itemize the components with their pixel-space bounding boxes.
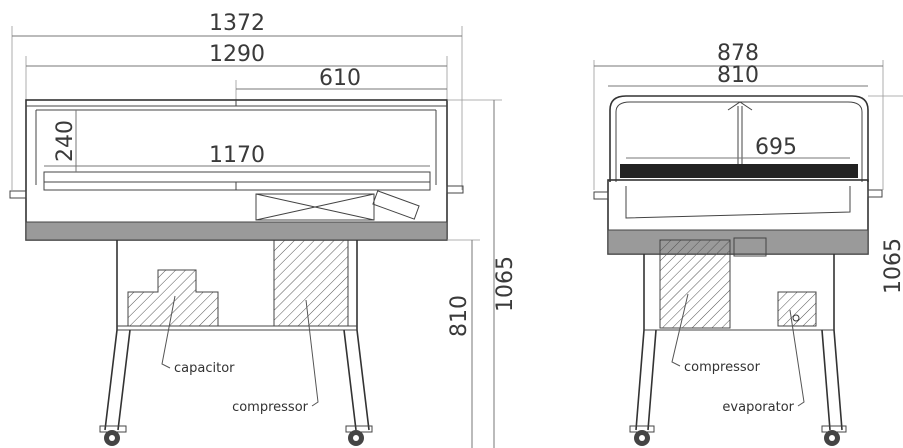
dim-overall-depth: 878 — [593, 41, 884, 190]
front-base-band — [25, 221, 448, 241]
side-stand — [629, 237, 847, 446]
front-view: 1372 1290 610 — [9, 11, 518, 448]
label-side-compressor: compressor — [671, 293, 761, 375]
side-castor-right — [821, 425, 847, 446]
dim-side-total-height: 1065 — [868, 95, 903, 294]
capacitor-shape — [127, 269, 219, 327]
dim-lid-width: 610 — [235, 66, 447, 100]
label-evaporator: evaporator — [722, 309, 805, 415]
front-cabinet — [9, 99, 464, 241]
side-castor-left — [629, 425, 655, 446]
dim-label-240: 240 — [53, 120, 78, 162]
castor-left — [99, 425, 127, 446]
dim-label-1065-front: 1065 — [493, 256, 518, 312]
side-compressor-shape — [659, 239, 731, 329]
side-grille — [620, 164, 858, 178]
dim-label-610: 610 — [319, 66, 361, 91]
label-front-compressor: compressor — [232, 299, 319, 415]
dim-label-1065-side: 1065 — [881, 238, 903, 294]
svg-text:compressor: compressor — [684, 360, 761, 375]
dim-label-1170: 1170 — [209, 143, 265, 168]
castor-right — [345, 425, 373, 446]
dim-inner-height: 240 — [53, 110, 78, 172]
dim-overall-width: 1372 — [11, 11, 463, 190]
dim-label-695: 695 — [755, 135, 797, 160]
dim-inner-width: 1170 — [44, 143, 430, 168]
dim-inner-depth: 695 — [626, 135, 850, 160]
front-stand — [99, 240, 373, 446]
dim-label-810: 810 — [447, 295, 472, 337]
svg-text:evaporator: evaporator — [722, 400, 794, 415]
side-view: 878 810 695 — [593, 41, 903, 446]
dim-label-810-side: 810 — [717, 63, 759, 88]
dim-label-1290: 1290 — [209, 42, 265, 67]
side-cabinet — [593, 95, 883, 255]
dim-body-width: 1290 — [25, 42, 448, 100]
side-base-band — [607, 229, 869, 255]
svg-text:compressor: compressor — [232, 400, 309, 415]
dim-body-depth: 810 — [608, 63, 868, 88]
front-compressor-shape — [273, 239, 349, 327]
dim-counter-height: 810 — [447, 239, 480, 448]
label-capacitor: capacitor — [161, 295, 235, 376]
svg-text:capacitor: capacitor — [174, 361, 235, 376]
dim-total-height: 1065 — [447, 99, 518, 448]
dim-label-878: 878 — [717, 41, 759, 66]
dim-label-1372: 1372 — [209, 11, 265, 36]
